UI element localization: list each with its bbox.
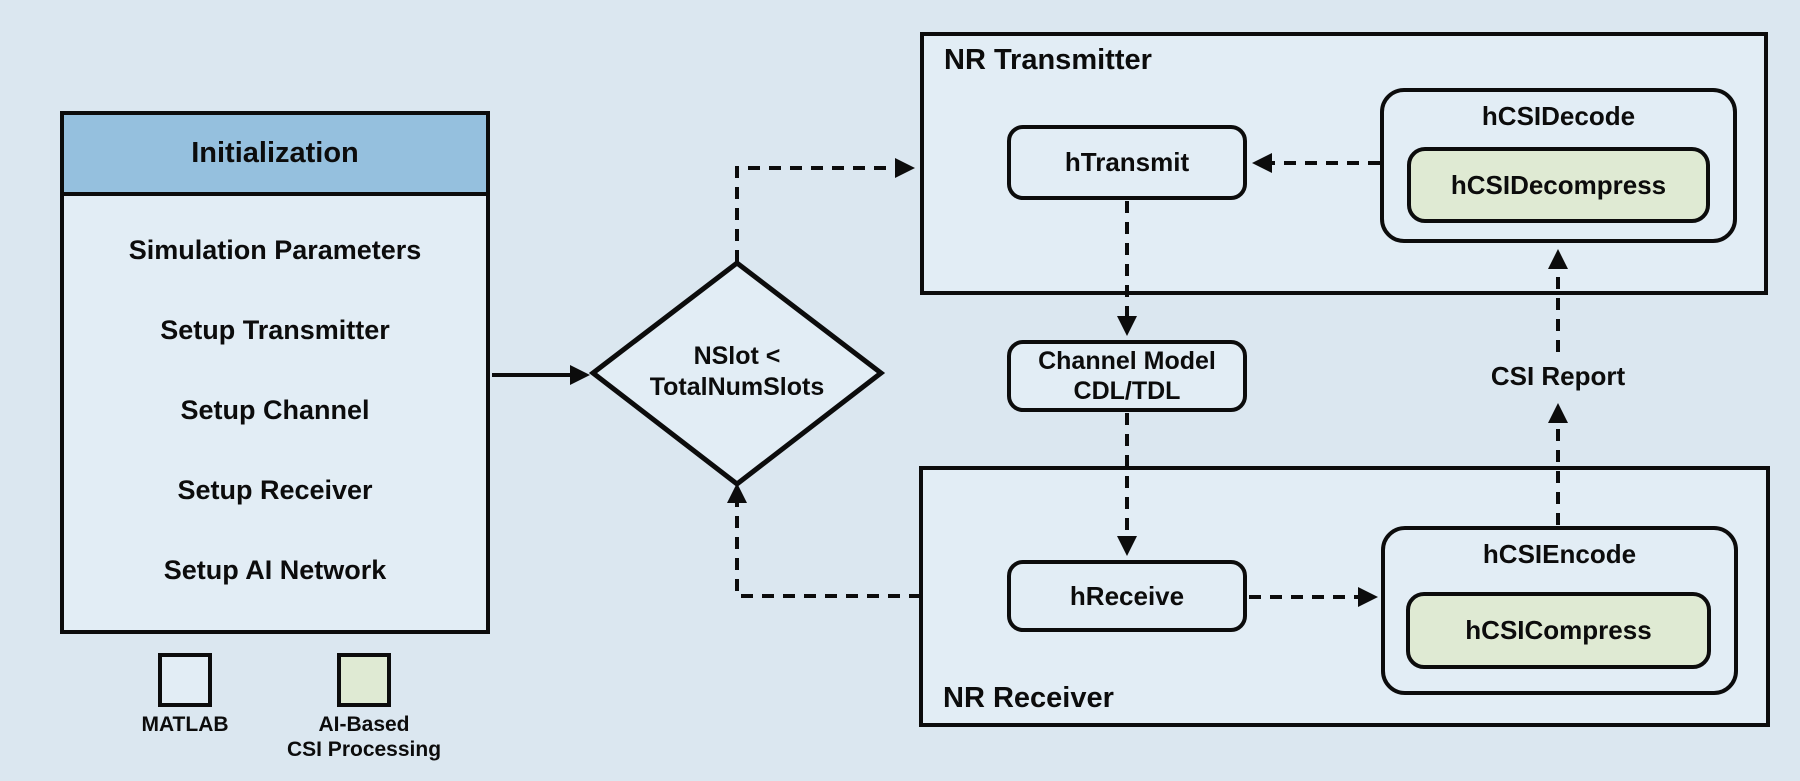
hcsidecode-label: hCSIDecode xyxy=(1481,101,1636,131)
hreceive-box: hReceive xyxy=(1007,560,1247,632)
decision-label-line1: NSlot < xyxy=(693,342,781,370)
legend-matlab-label: MATLAB xyxy=(141,713,229,736)
arrow-decision-to-transmitter xyxy=(735,158,915,262)
init-step-setup-transmitter: Setup Transmitter xyxy=(160,314,390,345)
htransmit-box: hTransmit xyxy=(1007,125,1247,200)
hcsidecompress-box: hCSIDecompress xyxy=(1407,147,1710,223)
hreceive-label: hReceive xyxy=(1069,580,1185,611)
legend-matlab-swatch xyxy=(158,653,212,707)
channel-model-line1: Channel Model xyxy=(1038,347,1216,375)
hcsiencode-label: hCSIEncode xyxy=(1482,539,1637,569)
legend-ai-label-line2: CSI Processing xyxy=(286,738,442,761)
hcsicompress-box: hCSICompress xyxy=(1406,592,1711,669)
nr-transmitter-title: NR Transmitter xyxy=(944,44,1152,76)
decision-label-line2: TotalNumSlots xyxy=(649,373,825,401)
csi-report-label: CSI Report xyxy=(1490,361,1626,391)
legend-ai-label: AI-Based CSI Processing xyxy=(279,712,449,762)
initialization-steps: Simulation Parameters Setup Transmitter … xyxy=(64,196,486,630)
initialization-title: Initialization xyxy=(191,137,359,169)
legend-ai-swatch xyxy=(337,653,391,707)
hcsidecompress-label: hCSIDecompress xyxy=(1450,169,1667,200)
initialization-header: Initialization xyxy=(64,115,486,196)
hcsicompress-label: hCSICompress xyxy=(1465,615,1652,645)
nr-receiver-title: NR Receiver xyxy=(943,682,1114,714)
channel-model-box: Channel Model CDL/TDL xyxy=(1007,340,1247,412)
init-step-setup-receiver: Setup Receiver xyxy=(177,474,373,505)
legend-ai-label-line1: AI-Based xyxy=(318,713,410,736)
init-step-setup-channel: Setup Channel xyxy=(180,394,370,425)
channel-model-line2: CDL/TDL xyxy=(1073,377,1181,405)
init-step-simulation-parameters: Simulation Parameters xyxy=(128,234,422,265)
init-step-setup-ai-network: Setup AI Network xyxy=(163,554,387,585)
arrow-receiver-to-decision xyxy=(727,483,921,598)
htransmit-label: hTransmit xyxy=(1064,147,1190,177)
initialization-box: Initialization Simulation Parameters Set… xyxy=(60,111,490,634)
decision-label: NSlot < TotalNumSlots xyxy=(617,341,857,403)
